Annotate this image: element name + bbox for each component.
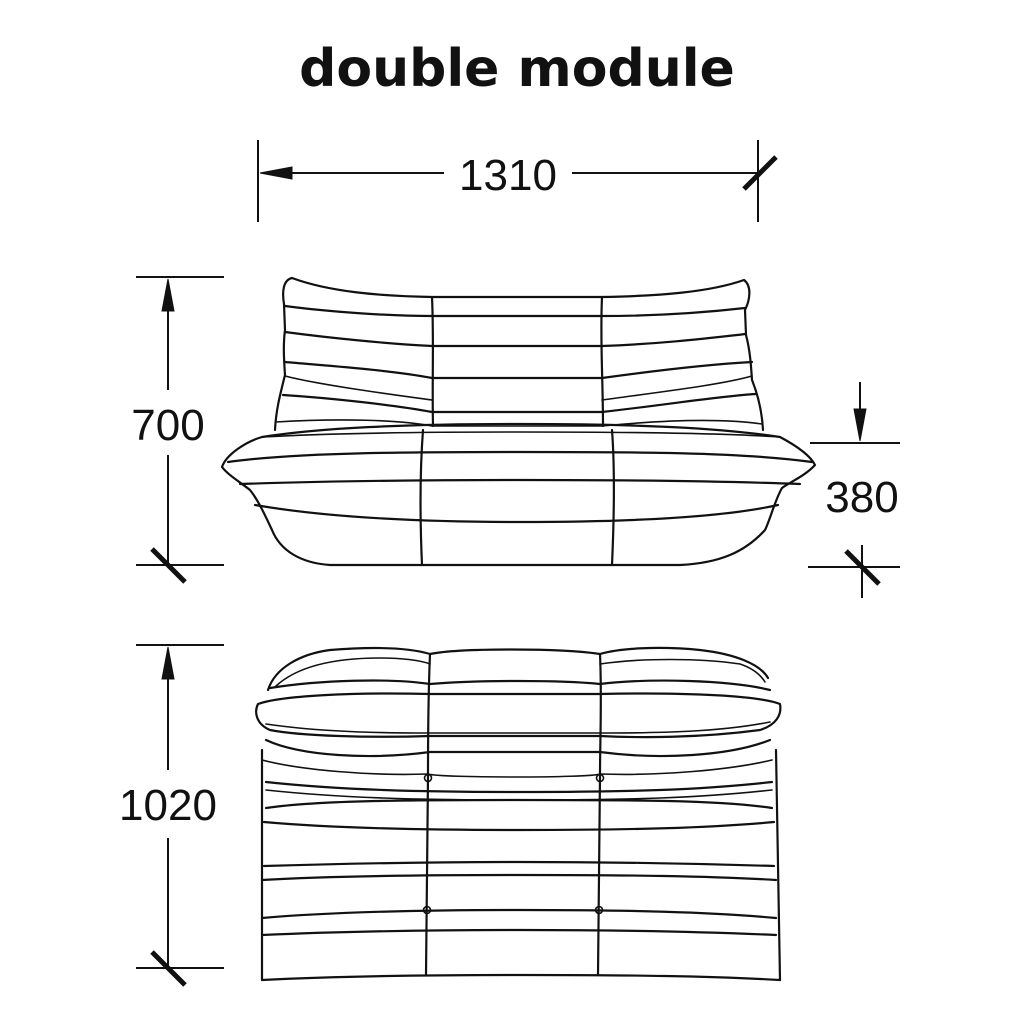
sofa-front-view [220, 276, 817, 567]
sofa-plan-view [255, 646, 782, 982]
button-tuft-icon [423, 773, 433, 783]
height-value: 700 [131, 401, 204, 450]
depth-value: 1020 [119, 781, 217, 830]
width-dimension: 1310 [257, 140, 778, 222]
button-tuft-icon [595, 773, 605, 783]
tick-mark-icon [742, 155, 778, 191]
arrow-up-icon [161, 646, 175, 680]
arrow-down-icon [853, 408, 867, 442]
seat-height-dimension: 380 [808, 382, 900, 598]
tick-mark-icon [844, 549, 881, 586]
button-tuft-icon [422, 905, 432, 915]
drawing-title: double module [299, 39, 735, 99]
tick-mark-icon [150, 547, 187, 584]
seat-height-value: 380 [825, 473, 898, 522]
button-tuft-icon [594, 905, 604, 915]
arrow-up-icon [161, 278, 175, 312]
depth-dimension: 1020 [119, 644, 224, 987]
tick-mark-icon [150, 950, 187, 987]
width-value: 1310 [459, 151, 557, 200]
arrow-left-icon [259, 166, 293, 180]
height-dimension: 700 [131, 276, 224, 584]
